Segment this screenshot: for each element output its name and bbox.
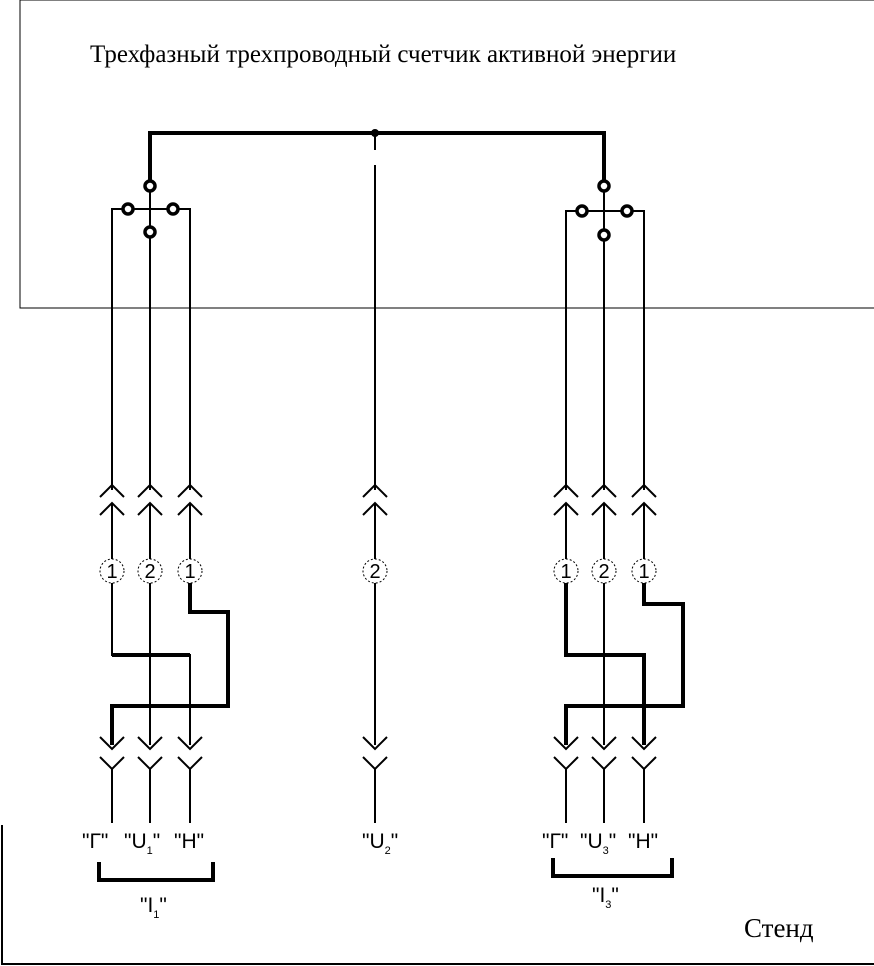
svg-text:1: 1 [184,561,195,583]
svg-text:1: 1 [638,561,649,583]
meter-box [19,0,874,309]
svg-text:2: 2 [144,561,155,583]
circle-number-l3: 1 [177,558,203,584]
right-terminal-block [565,179,645,490]
stand-frame [1,825,874,965]
label-u3: "U3" [580,830,616,857]
connector-symbol [362,483,388,823]
label-g-right: "Г" [542,830,568,853]
label-n-left: "Н" [174,830,204,853]
label-u2: "U2" [362,830,398,857]
connector-symbol [177,483,203,823]
svg-text:2: 2 [369,561,380,583]
svg-text:1: 1 [560,561,571,583]
circle-number-r1: 1 [553,558,579,584]
label-g-left: "Г" [82,830,108,853]
circle-number-l2: 2 [137,558,163,584]
stand-title: Стенд [744,913,814,943]
voltage-bus [148,131,606,186]
circle-number-r3: 1 [631,558,657,584]
svg-text:2: 2 [598,561,609,583]
circle-number-l1: 1 [99,558,125,584]
label-i3: "I3" [592,884,619,911]
connector-symbol [553,483,579,823]
label-n-right: "Н" [628,830,658,853]
right-cross-wiring [564,583,685,745]
label-u1: "U1" [124,830,160,857]
left-cross-wiring [110,583,230,745]
label-i1: "I1" [140,894,167,921]
connector-symbol [137,483,163,823]
bracket-i3 [551,858,674,878]
circle-number-c: 2 [362,558,388,584]
left-terminal-block [111,179,191,490]
meter-title: Трехфазный трехпроводный счетчик активно… [90,41,676,68]
bracket-i1 [97,862,215,882]
svg-text:1: 1 [106,561,117,583]
connector-symbol [591,483,617,823]
circle-number-r2: 2 [591,558,617,584]
connector-symbol [631,483,657,823]
connector-symbol [99,483,125,823]
